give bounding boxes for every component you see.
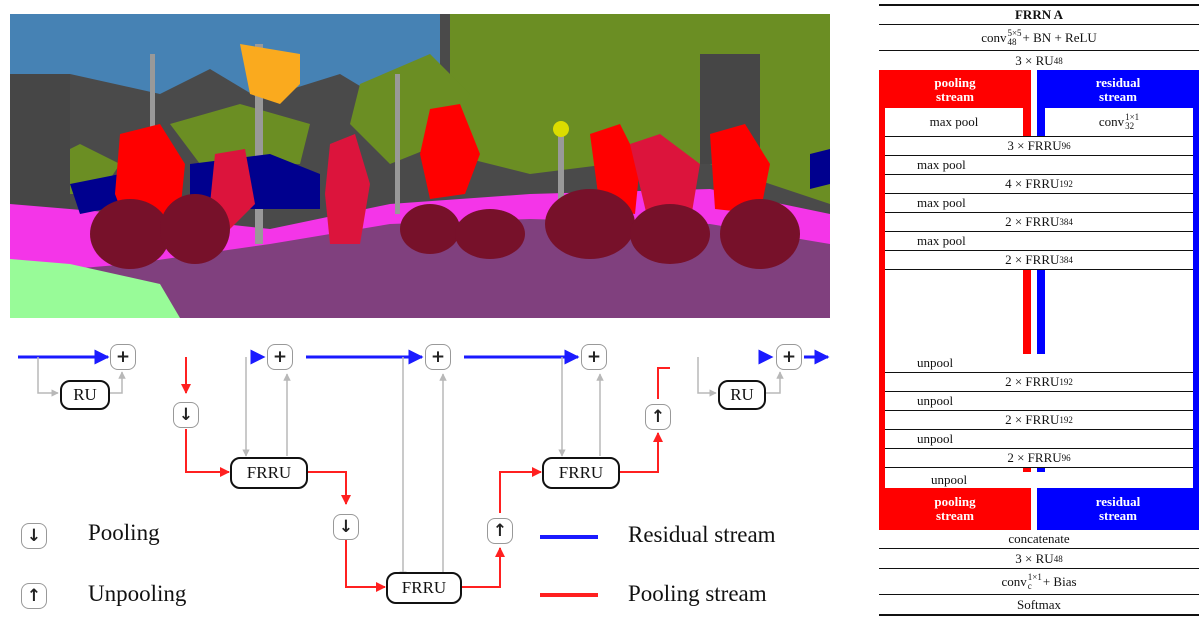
pool-line-3 — [308, 471, 351, 505]
legend-unpooling-label: Unpooling — [88, 581, 187, 606]
legend-pooling-icon: ↓ — [21, 523, 47, 549]
softmax-row: Softmax — [879, 594, 1199, 614]
diagram-connections — [18, 349, 830, 597]
add-node-4: + — [581, 344, 607, 370]
decoder-pool-1: unpool — [885, 392, 1055, 410]
encoder-pool-1: max pool — [885, 156, 1055, 174]
add-node-3: + — [425, 344, 451, 370]
frru-block-2: FRRU — [386, 572, 462, 604]
ru-block-2: RU — [718, 380, 766, 410]
add-node-5: + — [776, 344, 802, 370]
encoder-pool-3: max pool — [885, 232, 1055, 250]
decoder-pool-2: unpool — [885, 430, 1055, 448]
add-node-2: + — [267, 344, 293, 370]
pool-line-8 — [657, 367, 670, 399]
pool-line-6 — [499, 467, 542, 513]
pool-node-2: ↓ — [333, 514, 359, 540]
arch-title: FRRN A — [1014, 6, 1064, 22]
decoder-pool-0: unpool — [885, 354, 1055, 372]
pool-line-4 — [345, 540, 386, 592]
unpool-node-1: ↑ — [487, 518, 513, 544]
frrn-diagram: + + + + + RU RU ↓ ↓ ↑ ↑ FRRU FRRU FRRU ↓… — [10, 330, 840, 620]
legend-pooling-stream-label: Pooling stream — [628, 581, 767, 606]
first-max-pool: max pool — [885, 110, 1023, 134]
segmentation-image — [10, 14, 830, 318]
last-unpool: unpool — [885, 472, 1069, 488]
unpool-node-2: ↑ — [645, 404, 671, 430]
legend-residual-label: Residual stream — [628, 522, 776, 547]
pool-line-5 — [462, 547, 505, 588]
legend-unpooling-icon: ↑ — [21, 583, 47, 609]
pool-node-1: ↓ — [173, 402, 199, 428]
pool-line-2 — [185, 429, 230, 477]
pool-line-7 — [620, 432, 663, 473]
concatenate-row: concatenate — [1008, 531, 1070, 546]
ru-block-1: RU — [60, 380, 110, 410]
frru-block-3: FRRU — [542, 457, 620, 489]
frru-block-1: FRRU — [230, 457, 308, 489]
legend-pooling-label: Pooling — [88, 520, 160, 545]
encoder-pool-2: max pool — [885, 194, 1055, 212]
add-node-1: + — [110, 344, 136, 370]
